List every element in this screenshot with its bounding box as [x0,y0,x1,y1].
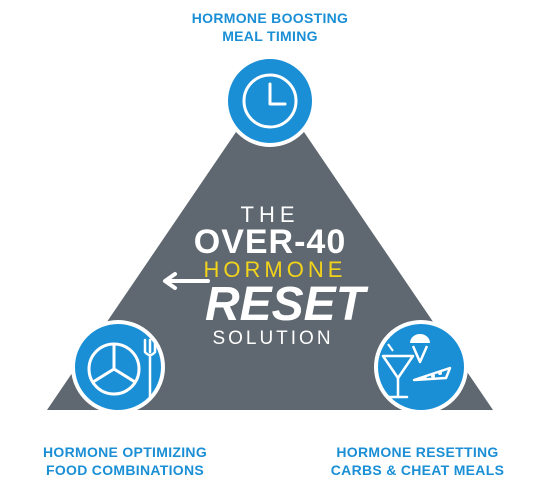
right-label: HORMONE RESETTING CARBS & CHEAT MEALS [300,443,535,479]
title-the: THE [241,202,300,227]
top-label-line-2: MEAL TIMING [222,28,318,44]
arrow-left-icon [163,272,210,290]
plate-fork-icon [71,320,165,414]
title-solution: SOLUTION [212,328,333,349]
left-label: HORMONE OPTIMIZING FOOD COMBINATIONS [10,443,240,479]
title-hormone: HORMONE [204,257,347,282]
left-label-line-1: HORMONE OPTIMIZING [42,444,208,460]
top-label: HORMONE BOOSTING MEAL TIMING [150,9,390,45]
top-label-line-1: HORMONE BOOSTING [191,10,349,26]
cocktail-icecream-pizza-icon [374,320,468,414]
left-label-line-2: FOOD COMBINATIONS [45,462,205,478]
right-label-line-1: HORMONE RESETTING [336,444,499,460]
right-label-line-2: CARBS & CHEAT MEALS [330,462,505,478]
clock-icon [224,55,316,147]
title-reset: RESET [205,278,369,331]
title-over-40: OVER-40 [194,223,347,261]
pyramid-triangle [47,82,493,410]
